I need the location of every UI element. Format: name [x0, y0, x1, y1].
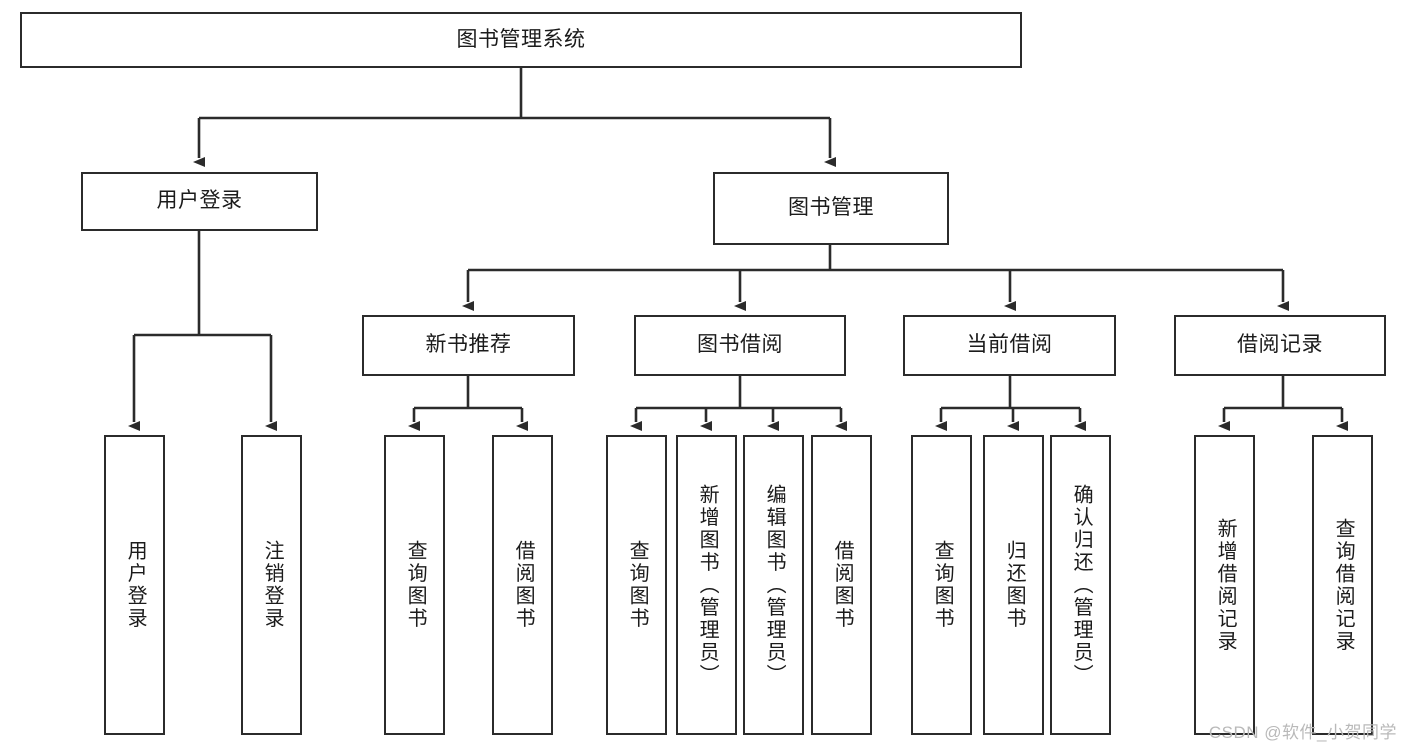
leaf-record-add[interactable]: 新增借阅记录 [1194, 435, 1255, 735]
leaf-user-login[interactable]: 用户登录 [104, 435, 165, 735]
leaf-borrow-add[interactable]: 新增图书（管理员） [676, 435, 737, 735]
node-borrow-record-label: 借阅记录 [1237, 333, 1323, 357]
node-new-book-rec-label: 新书推荐 [425, 333, 512, 357]
node-book-manage[interactable]: 图书管理 [713, 172, 949, 245]
node-root[interactable]: 图书管理系统 [20, 12, 1022, 68]
leaf-borrow-add-label: 新增图书（管理员） [696, 483, 719, 687]
leaf-borrow-query[interactable]: 查询图书 [606, 435, 667, 735]
leaf-record-query-label: 查询借阅记录 [1332, 517, 1355, 653]
node-user-login[interactable]: 用户登录 [81, 172, 318, 231]
leaf-record-query[interactable]: 查询借阅记录 [1312, 435, 1373, 735]
leaf-user-logout[interactable]: 注销登录 [241, 435, 302, 735]
node-current-borrow[interactable]: 当前借阅 [903, 315, 1116, 376]
leaf-rec-borrow-label: 借阅图书 [512, 540, 535, 630]
leaf-borrow-query-label: 查询图书 [626, 540, 649, 630]
leaf-cur-query-label: 查询图书 [931, 540, 954, 630]
leaf-borrow-borrow-label: 借阅图书 [831, 540, 854, 630]
node-book-borrow-label: 图书借阅 [697, 333, 783, 357]
leaf-user-logout-label: 注销登录 [261, 540, 284, 630]
node-root-label: 图书管理系统 [456, 27, 586, 51]
node-book-borrow[interactable]: 图书借阅 [634, 315, 846, 376]
leaf-rec-query-label: 查询图书 [404, 540, 427, 630]
leaf-record-add-label: 新增借阅记录 [1214, 517, 1237, 653]
node-book-manage-label: 图书管理 [788, 196, 874, 220]
leaf-cur-query[interactable]: 查询图书 [911, 435, 972, 735]
leaf-cur-return[interactable]: 归还图书 [983, 435, 1044, 735]
leaf-user-login-label: 用户登录 [124, 540, 147, 630]
node-borrow-record[interactable]: 借阅记录 [1174, 315, 1386, 376]
leaf-borrow-borrow[interactable]: 借阅图书 [811, 435, 872, 735]
node-current-borrow-label: 当前借阅 [966, 333, 1053, 357]
leaf-borrow-edit[interactable]: 编辑图书（管理员） [743, 435, 804, 735]
csdn-watermark: CSDN @软件_小贺同学 [1208, 723, 1397, 742]
leaf-rec-borrow[interactable]: 借阅图书 [492, 435, 553, 735]
leaf-borrow-edit-label: 编辑图书（管理员） [763, 483, 786, 687]
leaf-rec-query[interactable]: 查询图书 [384, 435, 445, 735]
leaf-cur-confirm-label: 确认归还（管理员） [1070, 483, 1093, 687]
leaf-cur-confirm[interactable]: 确认归还（管理员） [1050, 435, 1111, 735]
leaf-cur-return-label: 归还图书 [1003, 540, 1026, 630]
node-user-login-label: 用户登录 [156, 189, 243, 213]
node-new-book-rec[interactable]: 新书推荐 [362, 315, 575, 376]
